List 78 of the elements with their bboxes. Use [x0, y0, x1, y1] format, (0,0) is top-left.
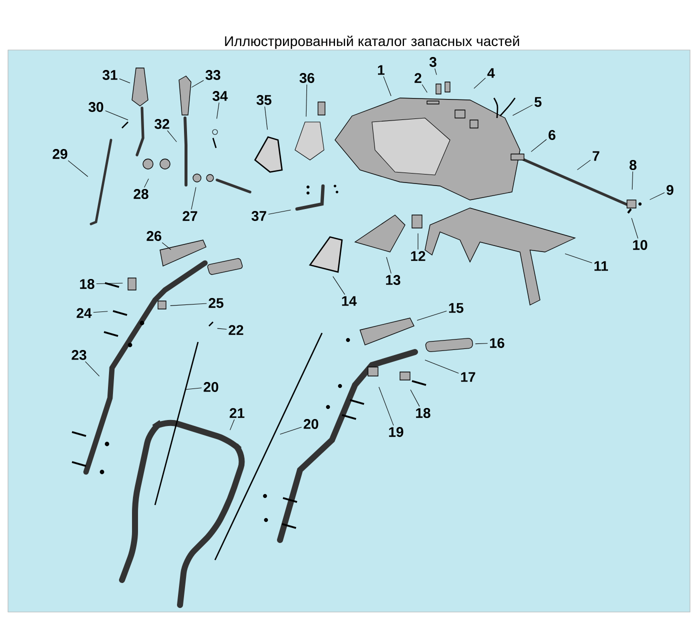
leader-line — [577, 160, 591, 170]
callout-number: 21 — [230, 408, 244, 418]
leader-line — [162, 242, 172, 250]
leader-line — [332, 276, 346, 295]
callout-number: 10 — [633, 240, 648, 250]
leader-line — [434, 68, 437, 76]
callout-number: 9 — [666, 185, 674, 195]
leader-line — [564, 253, 592, 264]
callout-number: 24 — [76, 308, 92, 318]
leader-line — [306, 84, 308, 117]
leader-line — [185, 388, 202, 390]
callout-number: 18 — [80, 279, 94, 289]
leader-line — [424, 360, 459, 374]
callout-number: 7 — [592, 151, 600, 161]
leader-line — [416, 310, 447, 321]
leader-line — [410, 389, 420, 407]
callout-number: 1 — [378, 65, 384, 75]
callout-number: 36 — [300, 73, 314, 83]
leader-line — [119, 78, 130, 84]
callout-number: 33 — [206, 70, 220, 80]
callout-number: 11 — [594, 261, 608, 271]
title: Иллюстрированный каталог запасных частей — [225, 36, 520, 49]
callout-number: 30 — [88, 102, 104, 112]
leader-line — [191, 80, 204, 88]
leader-line — [170, 303, 207, 306]
leader-line — [85, 361, 100, 376]
leader-line — [650, 192, 665, 200]
callout-number: 27 — [182, 211, 198, 221]
callout-number: 3 — [429, 57, 436, 67]
callout-number: 23 — [72, 350, 86, 360]
leader-line — [632, 171, 634, 190]
leader-line — [475, 343, 488, 344]
callout-number: 13 — [386, 275, 400, 285]
leader-line — [631, 218, 638, 239]
callout-number: 19 — [389, 427, 404, 437]
leader-line — [512, 104, 533, 116]
leader-line — [191, 186, 196, 210]
leader-line — [530, 139, 547, 152]
leader-line — [68, 160, 88, 177]
callout-number: 16 — [490, 338, 504, 348]
leader-line — [264, 106, 268, 130]
callout-number: 37 — [252, 211, 266, 221]
leader-line — [474, 78, 486, 89]
callout-number: 34 — [212, 91, 228, 101]
callout-number: 6 — [548, 130, 556, 140]
callout-number: 35 — [256, 95, 272, 105]
leader-line — [144, 178, 149, 188]
callout-number: 5 — [534, 97, 542, 107]
callout-number: 22 — [228, 325, 244, 335]
leader-line — [217, 328, 227, 330]
callout-number: 20 — [204, 382, 218, 392]
callout-number: 26 — [146, 231, 162, 241]
callout-number: 15 — [449, 303, 464, 313]
callout-number: 4 — [487, 68, 495, 78]
callout-number: 18 — [416, 408, 430, 418]
callout-number: 12 — [411, 251, 426, 261]
leader-line — [216, 102, 220, 119]
callout-number: 14 — [342, 296, 357, 306]
callout-number: 32 — [154, 119, 170, 129]
leader-line — [167, 130, 177, 142]
callout-number: 28 — [134, 189, 148, 199]
leader-line — [422, 84, 428, 93]
leader-line — [386, 256, 392, 274]
leader-line — [105, 110, 128, 120]
callout-number: 2 — [414, 73, 422, 83]
callout-number: 29 — [52, 149, 68, 159]
leader-line — [383, 76, 392, 96]
leader-line — [230, 419, 235, 430]
callout-number: 25 — [208, 298, 224, 308]
callout-number: 31 — [102, 70, 118, 80]
leader-line — [280, 426, 302, 435]
leader-line — [268, 210, 292, 214]
callout-number: 20 — [304, 419, 318, 429]
leader-line — [378, 386, 394, 426]
callout-number: 8 — [630, 160, 636, 170]
leader-line — [93, 311, 108, 313]
callout-number: 17 — [461, 372, 476, 382]
leader-line — [96, 282, 123, 284]
